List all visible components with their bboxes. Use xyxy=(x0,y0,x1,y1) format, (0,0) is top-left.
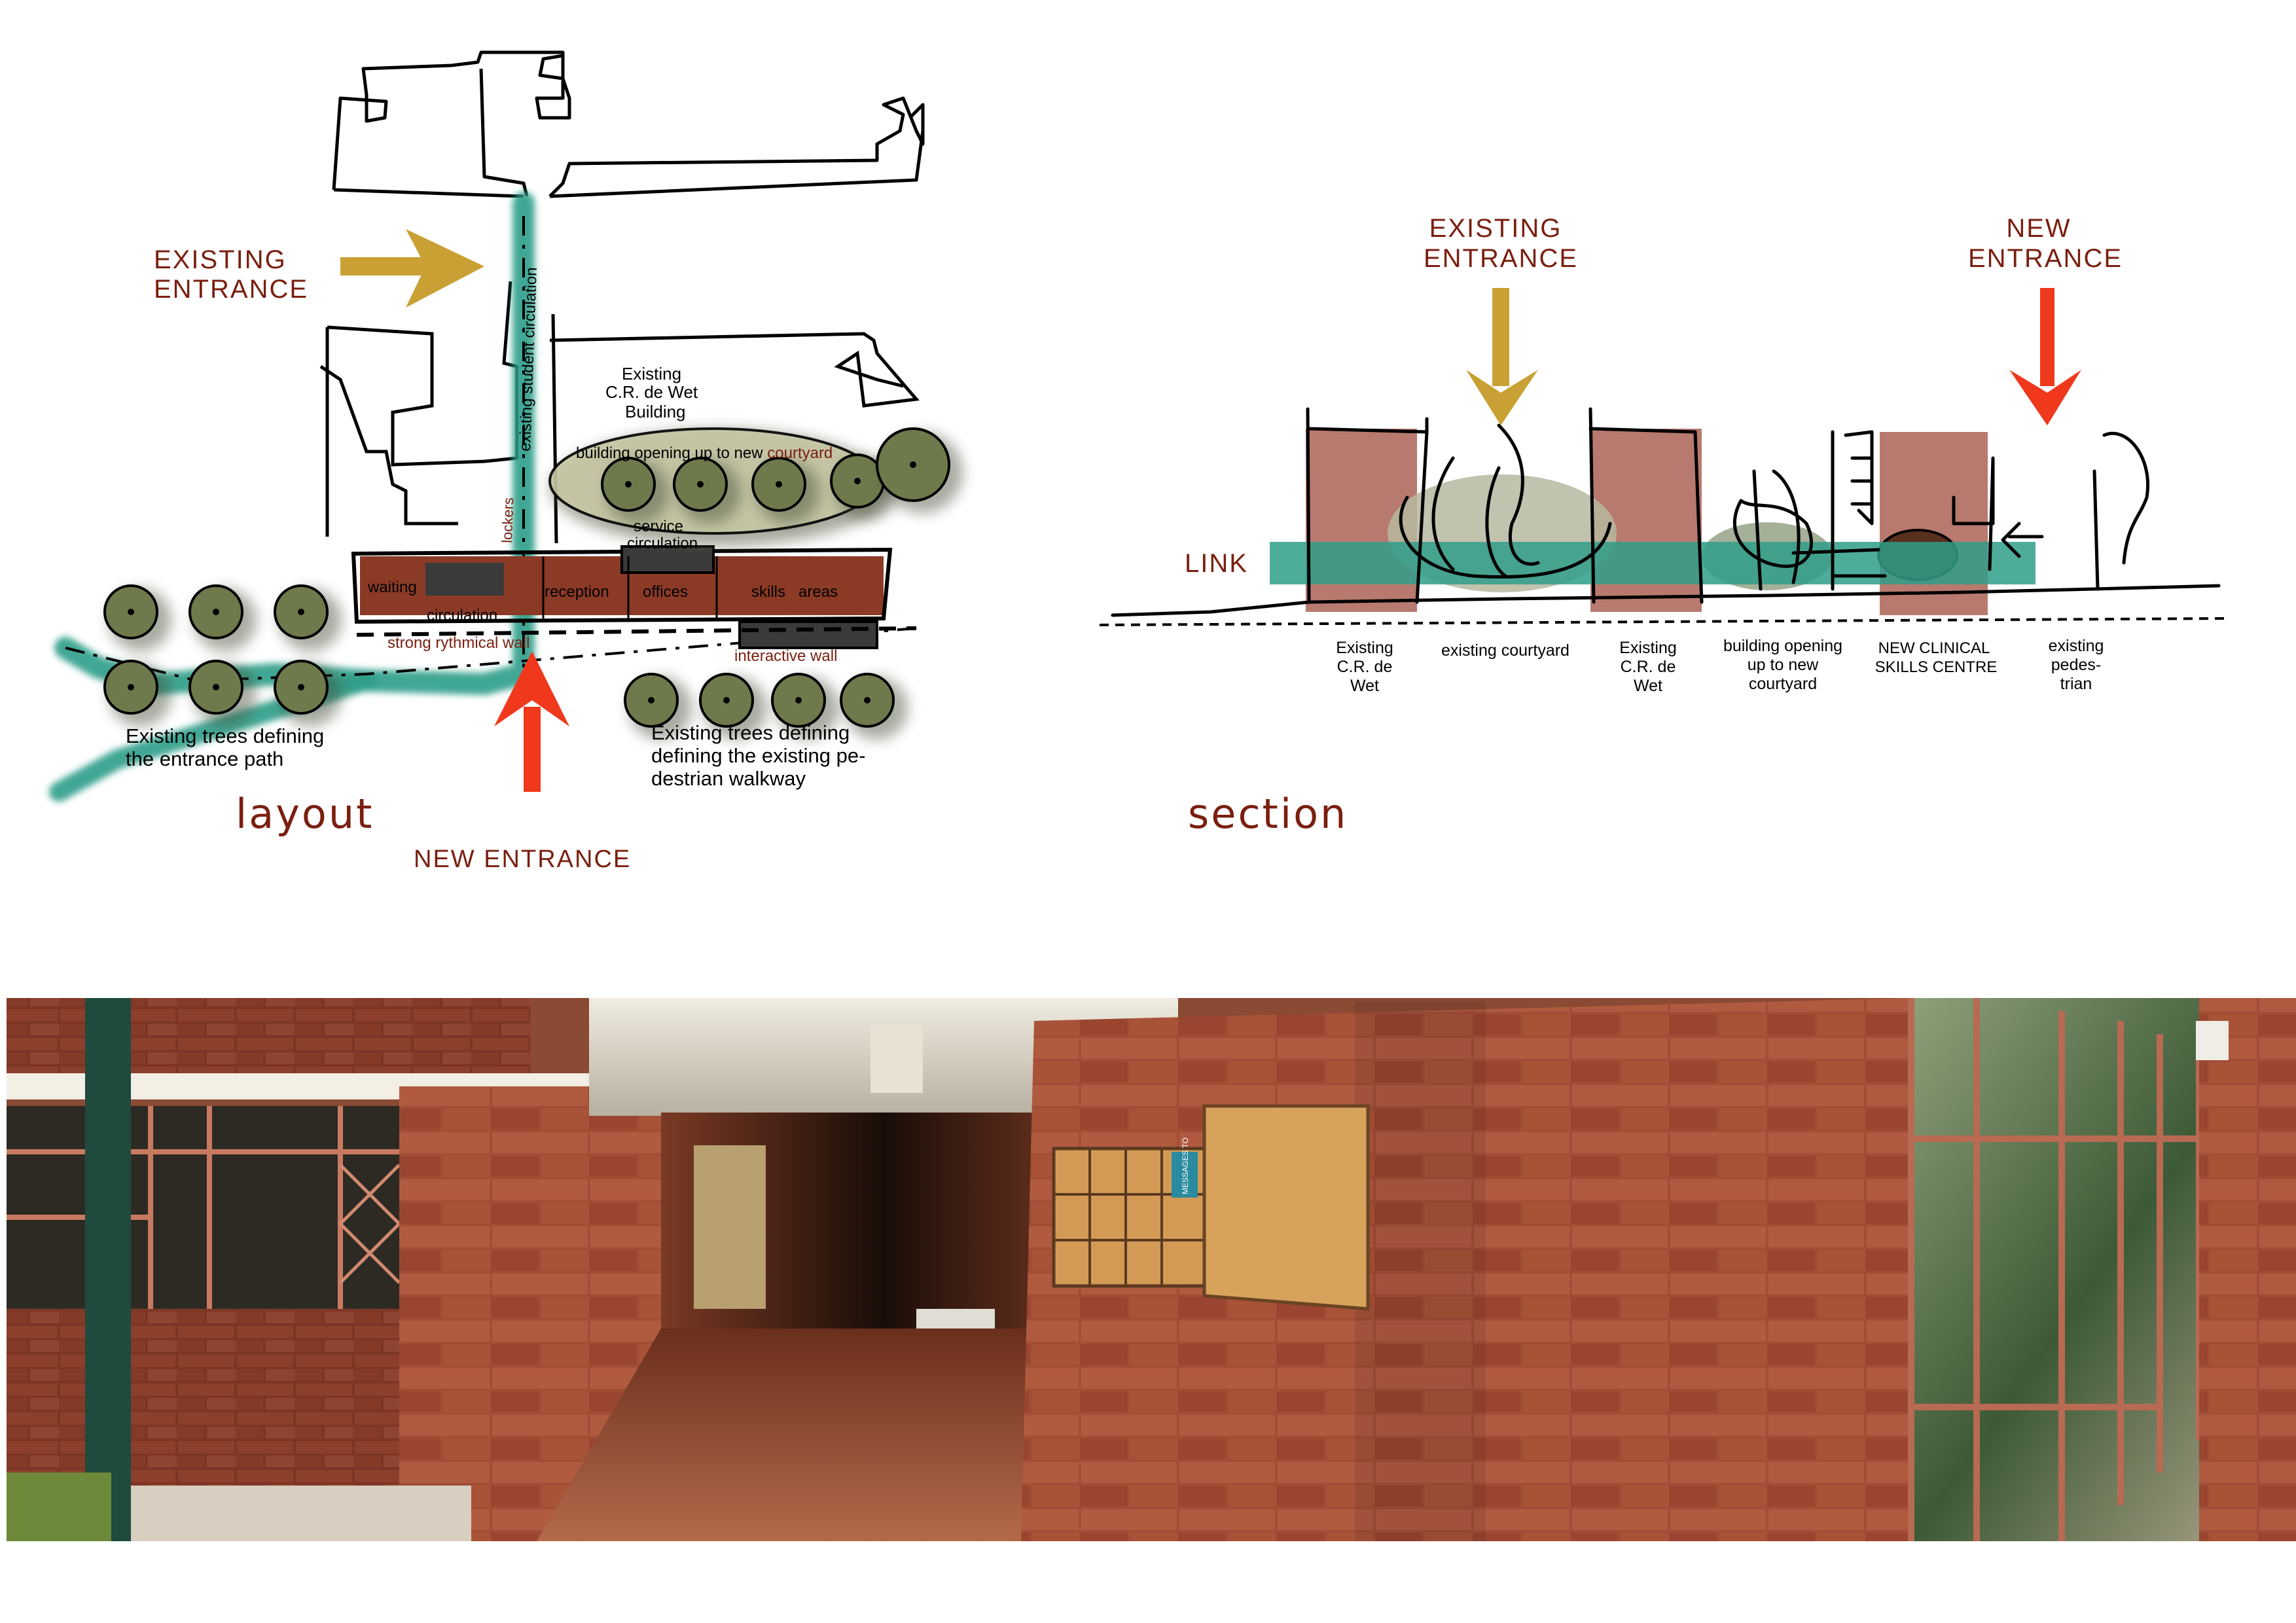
label-building-opening-accent: courtyard xyxy=(767,444,833,462)
layout-new-entrance: NEW ENTRANCE xyxy=(414,846,631,873)
photo-pigeonhole-grid xyxy=(1054,1149,1204,1286)
label-trees-left-1: Existing trees defining xyxy=(126,724,324,747)
label-interactive-wall: interactive wall xyxy=(734,647,837,665)
section-label-pedestrian-b: pedes- xyxy=(2051,656,2101,674)
section-new-entrance-1: NEW xyxy=(2006,214,2071,243)
layout-existing-entrance-line1: EXISTING xyxy=(154,245,287,274)
label-waiting: waiting xyxy=(367,579,417,596)
tree-trunk-dot xyxy=(128,609,134,615)
label-service-1: service xyxy=(634,518,683,535)
section-label-crdewet-2-a: Existing xyxy=(1619,639,1677,657)
waiting-room-dark xyxy=(425,563,504,596)
layout-existing-entrance-line2: ENTRANCE xyxy=(154,275,308,304)
section-label-opening-a: building opening xyxy=(1723,637,1842,655)
label-existing-building-3: Building xyxy=(625,402,686,421)
section-label-opening-c: courtyard xyxy=(1749,675,1817,693)
section-existing-entrance-2: ENTRANCE xyxy=(1424,244,1578,273)
label-lockers: lockers xyxy=(499,497,516,544)
existing-entrance-arrow-section xyxy=(1466,288,1538,425)
label-trees-right-2: defining the existing pe- xyxy=(651,744,865,767)
photo-planter xyxy=(131,1486,471,1541)
label-trees-left-2: the entrance path xyxy=(126,747,283,770)
label-skills-areas: skills areas xyxy=(751,583,838,601)
photo-cabinet xyxy=(1202,1104,1370,1311)
photo-left-window xyxy=(7,1106,399,1309)
section-label-crdewet-1-c: Wet xyxy=(1350,677,1379,695)
tree-trunk-dot xyxy=(298,609,304,615)
label-existing-building-1: Existing xyxy=(622,364,681,383)
existing-entrance-arrow-plan xyxy=(340,229,484,308)
photo-bench xyxy=(916,1309,995,1329)
tree-trunk-dot xyxy=(864,697,870,704)
tree-trunk-dot xyxy=(910,461,916,468)
photo-wall-shade xyxy=(1355,1001,1486,1541)
layout-plan: EXISTING ENTRANCE Existing C.R. de Wet B… xyxy=(49,50,963,873)
section-diagram: EXISTING ENTRANCE NEW ENTRANCE LINK Exis… xyxy=(1099,214,2226,838)
photo-window-bars xyxy=(7,1106,399,1309)
tree-trunk-dot xyxy=(213,609,219,615)
existing-building-outline xyxy=(332,50,925,198)
label-service-2: circulation xyxy=(627,535,698,552)
plan-trees xyxy=(103,427,963,740)
photo-notice-board xyxy=(694,1145,766,1309)
tree-trunk-dot xyxy=(854,478,861,484)
section-new-entrance-2: ENTRANCE xyxy=(1968,244,2123,273)
section-label-crdewet-1-b: C.R. de xyxy=(1337,658,1393,676)
site-photo-panorama: MESSAGES TO xyxy=(7,998,2296,1541)
photo-lawn xyxy=(7,1472,111,1541)
interior-dividers xyxy=(542,556,718,618)
label-building-opening: building opening up to new courtyard xyxy=(576,444,833,462)
tree-trunk-dot xyxy=(795,697,802,704)
section-labels: Existing C.R. de Wet existing courtyard … xyxy=(1336,637,2104,695)
tree-trunk-dot xyxy=(648,697,655,704)
new-entrance-arrow-plan xyxy=(494,651,569,792)
section-label-opening-b: up to new xyxy=(1748,656,1819,674)
section-link-band xyxy=(1270,542,2036,584)
outline-lower-left xyxy=(319,365,458,526)
label-building-opening-text: building opening up to new xyxy=(576,444,767,462)
photo-green-pole xyxy=(85,998,131,1541)
section-label-crdewet-1-a: Existing xyxy=(1336,639,1393,657)
tree-trunk-dot xyxy=(625,481,632,488)
tree-trunk-dot xyxy=(213,684,219,690)
section-label-new-centre-a: NEW CLINICAL xyxy=(1878,639,1990,657)
tree-trunk-dot xyxy=(128,684,134,690)
photo-notice-label: MESSAGES TO xyxy=(1181,1137,1190,1194)
section-linework xyxy=(1111,407,2221,617)
label-trees-right-1: Existing trees defining xyxy=(651,721,850,744)
label-circulation: circulation xyxy=(427,607,497,624)
interactive-wall-dark xyxy=(738,620,878,649)
service-circulation-dark xyxy=(620,545,715,574)
tree-trunk-dot xyxy=(697,481,704,488)
label-reception: reception xyxy=(545,583,609,601)
section-existing-entrance-1: EXISTING xyxy=(1429,214,1562,243)
section-label-courtyard: existing courtyard xyxy=(1441,641,1570,660)
layout-title: layout xyxy=(236,790,374,838)
section-link-label: LINK xyxy=(1185,549,1248,578)
photo-ceiling-light xyxy=(870,1024,923,1093)
label-offices: offices xyxy=(643,583,688,601)
section-label-crdewet-2-b: C.R. de xyxy=(1621,658,1676,676)
label-trees-right-3: destrian walkway xyxy=(651,767,806,790)
section-title: section xyxy=(1188,790,1348,838)
label-existing-building-2: C.R. de Wet xyxy=(605,382,698,402)
tree-trunk-dot xyxy=(776,481,782,488)
section-label-pedestrian-a: existing xyxy=(2049,637,2104,655)
photo-cabinet-sign xyxy=(1172,1152,1198,1198)
existing-building-lower-outline xyxy=(325,281,920,544)
label-strong-wall: strong rythmical wall xyxy=(387,634,529,652)
section-label-new-centre-b: SKILLS CENTRE xyxy=(1875,658,1998,676)
section-label-pedestrian-c: trian xyxy=(2060,675,2092,693)
section-ground-dash xyxy=(1099,617,2226,626)
tree-trunk-dot xyxy=(298,684,304,690)
photo-light-fitting xyxy=(2196,1021,2229,1060)
photo-right-pier xyxy=(2199,998,2296,1541)
section-label-crdewet-2-c: Wet xyxy=(1634,677,1662,695)
strong-wall-dashes xyxy=(356,626,917,637)
tree-trunk-dot xyxy=(723,697,730,704)
new-entrance-arrow-section xyxy=(2009,288,2081,425)
